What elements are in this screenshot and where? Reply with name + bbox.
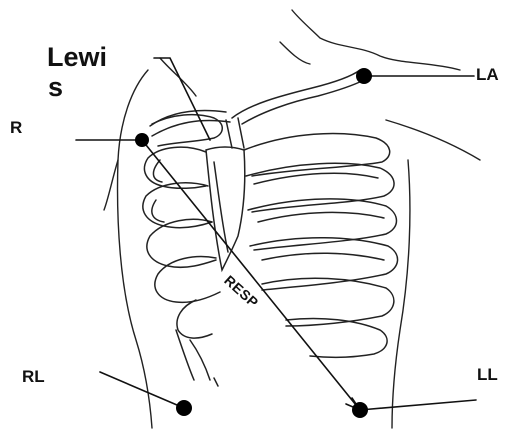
rib-cage [143, 70, 398, 386]
lead-lines [76, 58, 476, 410]
electrodes [135, 68, 372, 418]
electrode-ll [352, 402, 368, 418]
electrode-ra [135, 133, 149, 147]
label-rl: RL [22, 368, 45, 385]
label-lewis-line2: s [48, 74, 63, 101]
label-ll: LL [477, 366, 498, 383]
label-lewis-line1: Lewi [47, 44, 107, 71]
torso-outline [104, 10, 480, 428]
label-la: LA [476, 66, 499, 83]
label-ra: R [10, 119, 22, 136]
electrode-rl [176, 400, 192, 416]
electrode-la [356, 68, 372, 84]
